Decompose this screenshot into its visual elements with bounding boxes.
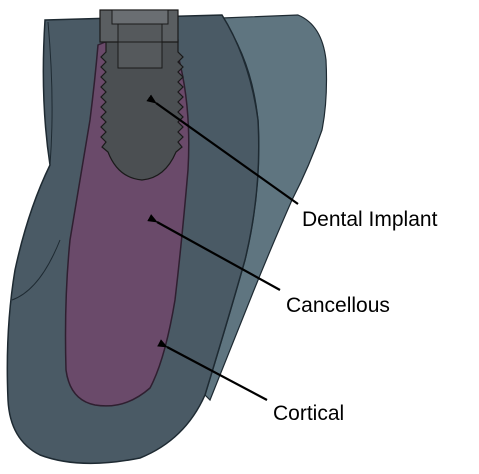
implant-label: Dental Implant xyxy=(302,208,438,231)
implant-platform-top xyxy=(112,10,168,24)
cancellous-label: Cancellous xyxy=(286,294,390,317)
cortical-label: Cortical xyxy=(273,402,344,425)
implant-connection xyxy=(118,24,162,68)
